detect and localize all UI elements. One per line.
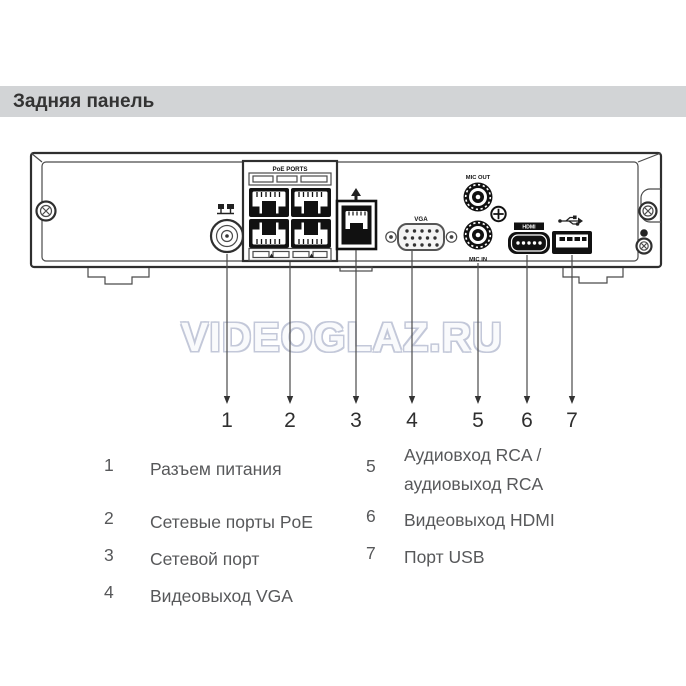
usb-icon: [558, 215, 583, 226]
vga-screw-right: [445, 231, 458, 243]
power-label-icon: [218, 204, 224, 209]
callout-5: 5: [472, 409, 484, 432]
leader-lines: [226, 250, 573, 396]
mic-in-label: MIC IN: [469, 257, 487, 263]
callout-6: 6: [521, 409, 533, 432]
poe-ports-block: PoE PORTS: [241, 159, 339, 263]
rca-mic-out: [463, 182, 493, 212]
ethernet-port: [335, 188, 378, 251]
vga-screw-left: [385, 231, 397, 243]
mic-out-label: MIC OUT: [466, 175, 491, 181]
poe-ports-label: PoE PORTS: [272, 166, 307, 173]
leader-arrowheads: [223, 396, 576, 404]
rca-mic-in: [463, 220, 493, 250]
hdmi-port: HDMI: [508, 222, 550, 254]
vga-label: VGA: [414, 216, 428, 223]
callout-7: 7: [566, 409, 578, 432]
poe-port-2: [290, 187, 332, 218]
section-header: Задняя панель: [0, 86, 686, 117]
callout-2: 2: [284, 409, 296, 432]
network-icon: [351, 188, 361, 196]
callout-3: 3: [350, 409, 362, 432]
usb-port: [552, 215, 592, 254]
rca-audio-jacks: MIC OUT MIC IN: [463, 175, 507, 263]
foot-right: [562, 268, 624, 284]
screw-left: [35, 200, 57, 222]
poe-port-4: [290, 218, 332, 249]
callout-numbers: 1 2 3 4 5 6 7: [221, 409, 578, 432]
ground-symbol-icon: [490, 205, 507, 223]
vga-port: VGA: [385, 216, 458, 251]
watermark: VIDEOGLAZ.RU: [181, 314, 503, 360]
callout-1: 1: [221, 409, 233, 432]
poe-port-3: [248, 218, 290, 249]
ground-screw: [635, 229, 653, 255]
poe-port-1: [248, 187, 290, 218]
hdmi-label: HDMI: [522, 225, 536, 231]
callout-4: 4: [406, 409, 418, 432]
page-title: Задняя панель: [13, 91, 155, 112]
foot-left: [87, 268, 150, 285]
screw-right-top: [638, 201, 658, 221]
